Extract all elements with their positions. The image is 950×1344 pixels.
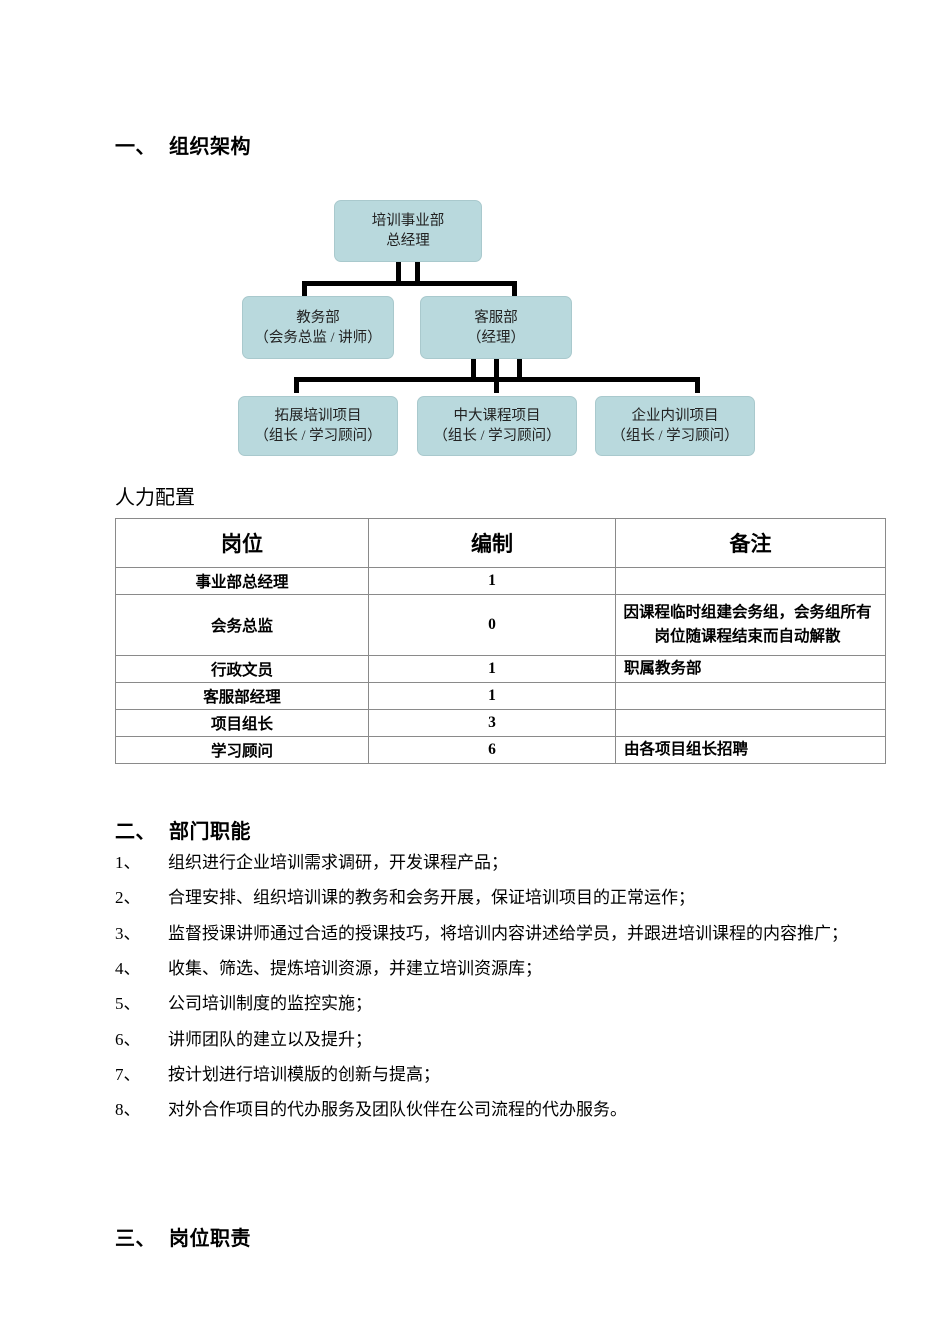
list-item-index: 5、 [115,994,141,1014]
list-item: 2、 合理安排、组织培训课的教务和会务开展，保证培训项目的正常运作； [115,885,905,911]
org-node-customer-service-line1: 客服部 [474,309,518,326]
list-item-text: 公司培训制度的监控实施； [168,994,372,1014]
org-node-root-line1: 培训事业部 [371,213,445,229]
list-item-text: 收集、筛选、提炼培训资源，并建立培训资源库； [168,959,542,979]
org-node-academic-affairs: 教务部 （会务总监 / 讲师） [242,296,394,359]
list-item-text: 对外合作项目的代办服务及团队伙伴在公司流程的代办服务。 [168,1100,627,1120]
cell-note [615,709,886,737]
section-3-number: 三、 [115,1228,156,1250]
cell-position: 会务总监 [115,594,369,656]
table-header-note: 备注 [615,518,886,568]
org-node-outbound-training-line1: 拓展培训项目 [274,408,362,424]
list-item-text: 合理安排、组织培训课的教务和会务开展，保证培训项目的正常运作； [168,888,695,908]
list-item-index: 4、 [115,959,141,979]
org-node-university-course-line2: （组长 / 学习顾问） [433,428,561,444]
connector-level2-bar [302,281,517,286]
org-node-inhouse-training: 企业内训项目 （组长 / 学习顾问） [595,396,755,456]
org-node-inhouse-training-line1: 企业内训项目 [631,408,719,424]
section-3-title: 岗位职责 [169,1228,251,1250]
org-node-university-course-line1: 中大课程项目 [453,408,541,424]
cell-count: 1 [368,655,616,683]
table-header-position: 岗位 [115,518,369,568]
list-item: 5、 公司培训制度的监控实施； [115,991,905,1017]
list-item: 3、 监督授课讲师通过合适的授课技巧，将培训内容讲述给学员，并跟进培训课程的内容… [115,921,905,947]
table-header-count: 编制 [368,518,616,568]
org-node-inhouse-training-line2: （组长 / 学习顾问） [611,428,739,444]
connector-cs-stub-left [471,359,476,379]
cell-note [615,682,886,710]
cell-note: 因课程临时组建会务组，会务组所有岗位随课程结束而自动解散 [615,594,886,656]
cell-position: 项目组长 [115,709,369,737]
list-item-index: 1、 [115,853,141,872]
connector-level3-drop-right [695,377,700,393]
cell-count: 0 [368,594,616,656]
org-node-outbound-training: 拓展培训项目 （组长 / 学习顾问） [238,396,398,456]
cell-note: 职属教务部 [615,655,886,683]
connector-level2-drop-left [302,281,307,297]
table-row: 学习顾问 6 由各项目组长招聘 [115,736,886,764]
cell-count: 1 [368,567,616,595]
list-item-text: 讲师团队的建立以及提升； [168,1029,372,1049]
section-1-number: 一、 [115,136,156,158]
connector-level2-drop-right [512,281,517,297]
connector-cs-stub-right [517,359,522,379]
section-1-title: 组织架构 [169,136,251,158]
cell-position: 事业部总经理 [115,567,369,595]
list-item-index: 3、 [115,923,141,943]
connector-level3-drop-mid [494,377,499,393]
table-row: 项目组长 3 [115,709,886,737]
list-item: 8、 对外合作项目的代办服务及团队伙伴在公司流程的代办服务。 [115,1097,905,1123]
subheading-staffing: 人力配置 [115,487,195,509]
list-item-index: 6、 [115,1029,141,1049]
section-2-title: 部门职能 [169,821,251,843]
cell-note [615,567,886,595]
list-item: 6、 讲师团队的建立以及提升； [115,1027,905,1053]
org-node-root-line2: 总经理 [386,233,430,249]
cell-position: 行政文员 [115,655,369,683]
connector-level3-drop-left [294,377,299,393]
org-node-academic-affairs-line2: （会务总监 / 讲师） [254,329,382,346]
org-node-customer-service-line2: （经理） [467,329,525,346]
list-item-index: 8、 [115,1100,141,1120]
cell-count: 6 [368,736,616,764]
connector-root-stub-left [396,262,401,284]
org-chart: 培训事业部 总经理 教务部 （会务总监 / 讲师） 客服部 （经理） 拓展培训项… [0,0,950,480]
connector-root-stub-right [415,262,420,284]
section-heading-2: 二、部门职能 [115,815,251,844]
list-item-text: 组织进行企业培训需求调研，开发课程产品； [168,853,508,872]
staffing-table: 岗位 编制 备注 事业部总经理 1 会务总监 0 因课程临时组建会务组，会务组所… [115,518,886,764]
list-item-text: 监督授课讲师通过合适的授课技巧，将培训内容讲述给学员，并跟进培训课程的内容推广； [168,923,848,943]
list-item-text: 按计划进行培训模版的创新与提高； [168,1065,440,1085]
list-item-index: 2、 [115,888,141,908]
list-item: 7、 按计划进行培训模版的创新与提高； [115,1062,905,1088]
cell-position: 学习顾问 [115,736,369,764]
list-item: 4、 收集、筛选、提炼培训资源，并建立培训资源库； [115,956,905,982]
section-heading-1: 一、组织架构 [115,130,251,159]
connector-cs-stub-mid [494,359,499,379]
table-header-row: 岗位 编制 备注 [115,518,886,568]
org-node-outbound-training-line2: （组长 / 学习顾问） [254,428,382,444]
org-node-customer-service: 客服部 （经理） [420,296,572,359]
duties-list: 1、 组织进行企业培训需求调研，开发课程产品； 2、 合理安排、组织培训课的教务… [115,850,905,1133]
list-item-index: 7、 [115,1065,141,1085]
section-2-number: 二、 [115,821,156,843]
org-node-root: 培训事业部 总经理 [334,200,482,262]
table-row: 客服部经理 1 [115,682,886,710]
org-node-academic-affairs-line1: 教务部 [296,309,340,326]
cell-count: 3 [368,709,616,737]
table-row: 行政文员 1 职属教务部 [115,655,886,683]
cell-note: 由各项目组长招聘 [615,736,886,764]
cell-count: 1 [368,682,616,710]
section-heading-3: 三、岗位职责 [115,1222,251,1251]
cell-position: 客服部经理 [115,682,369,710]
list-item: 1、 组织进行企业培训需求调研，开发课程产品； [115,850,905,876]
table-row: 会务总监 0 因课程临时组建会务组，会务组所有岗位随课程结束而自动解散 [115,594,886,656]
table-row: 事业部总经理 1 [115,567,886,595]
org-node-university-course: 中大课程项目 （组长 / 学习顾问） [417,396,577,456]
